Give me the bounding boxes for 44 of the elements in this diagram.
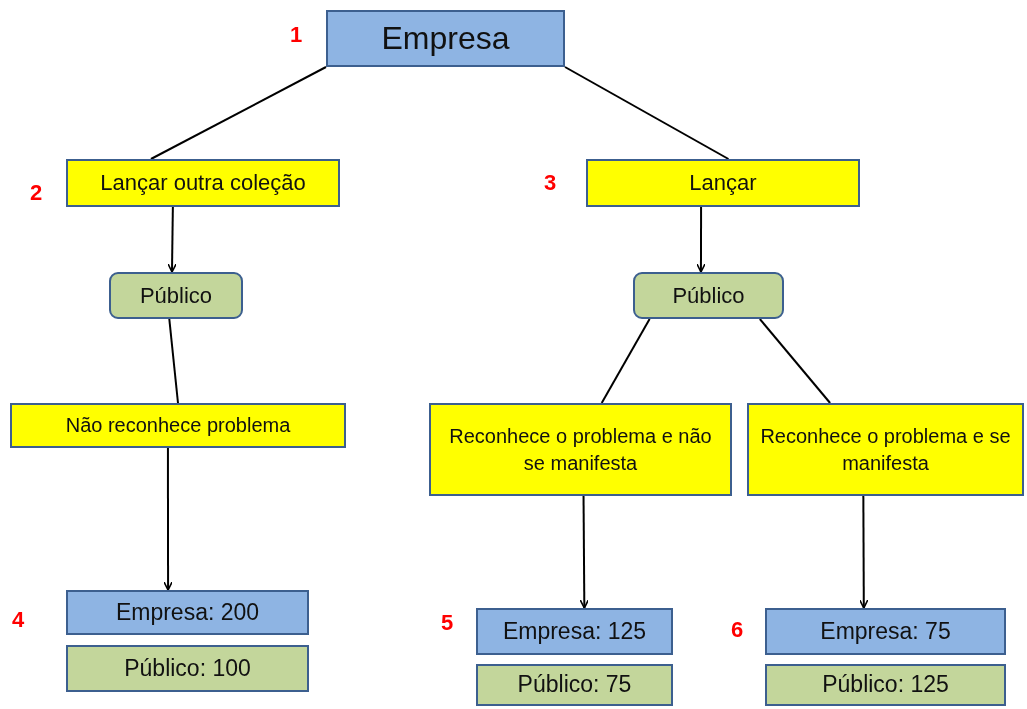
connector-line (564, 66, 730, 160)
audience-box (633, 272, 784, 319)
option-box (586, 159, 860, 207)
payoff-box (765, 664, 1006, 706)
node-text: Empresa: 75 (820, 616, 951, 646)
arrow (696, 206, 706, 273)
payoff-box (765, 608, 1006, 655)
node-text: Empresa: 125 (502, 616, 647, 646)
step-number: 1 (290, 22, 303, 48)
step-number: 3 (544, 170, 557, 196)
outcome-box (747, 403, 1024, 496)
payoff-box (476, 664, 673, 706)
payoff-box (66, 590, 309, 635)
company-box (326, 10, 565, 67)
arrow (163, 447, 173, 591)
node-text: Público (139, 281, 213, 310)
connector-line (168, 318, 179, 404)
payoff-box (66, 645, 309, 692)
outcome-box (10, 403, 346, 448)
connector-line (600, 318, 651, 404)
node-text: Lançar outra coleção (100, 169, 306, 198)
node-text: Público: 100 (124, 653, 251, 683)
step-number: 2 (30, 180, 43, 206)
step-number: 4 (12, 607, 25, 633)
step-number: 5 (441, 610, 454, 636)
node-text: Empresa (381, 18, 510, 58)
payoff-box (476, 608, 673, 655)
arrow (859, 495, 869, 609)
arrow (579, 495, 590, 609)
node-text: Público: 125 (822, 670, 949, 700)
node-text: Reconhece o problema e se manifesta (759, 423, 1012, 476)
option-box (66, 159, 340, 207)
arrow (167, 206, 177, 273)
node-text: Reconhece o problema e não se manifesta (448, 423, 713, 476)
step-number: 6 (731, 617, 744, 643)
connector-line (758, 318, 832, 404)
node-text: Lançar (689, 169, 757, 198)
node-text: Empresa: 200 (115, 597, 260, 627)
audience-box (109, 272, 243, 319)
connector-line (149, 66, 327, 160)
node-text: Público: 75 (517, 670, 632, 700)
outcome-box (429, 403, 732, 496)
node-text: Público (672, 281, 745, 310)
node-text: Não reconhece problema (65, 413, 291, 438)
